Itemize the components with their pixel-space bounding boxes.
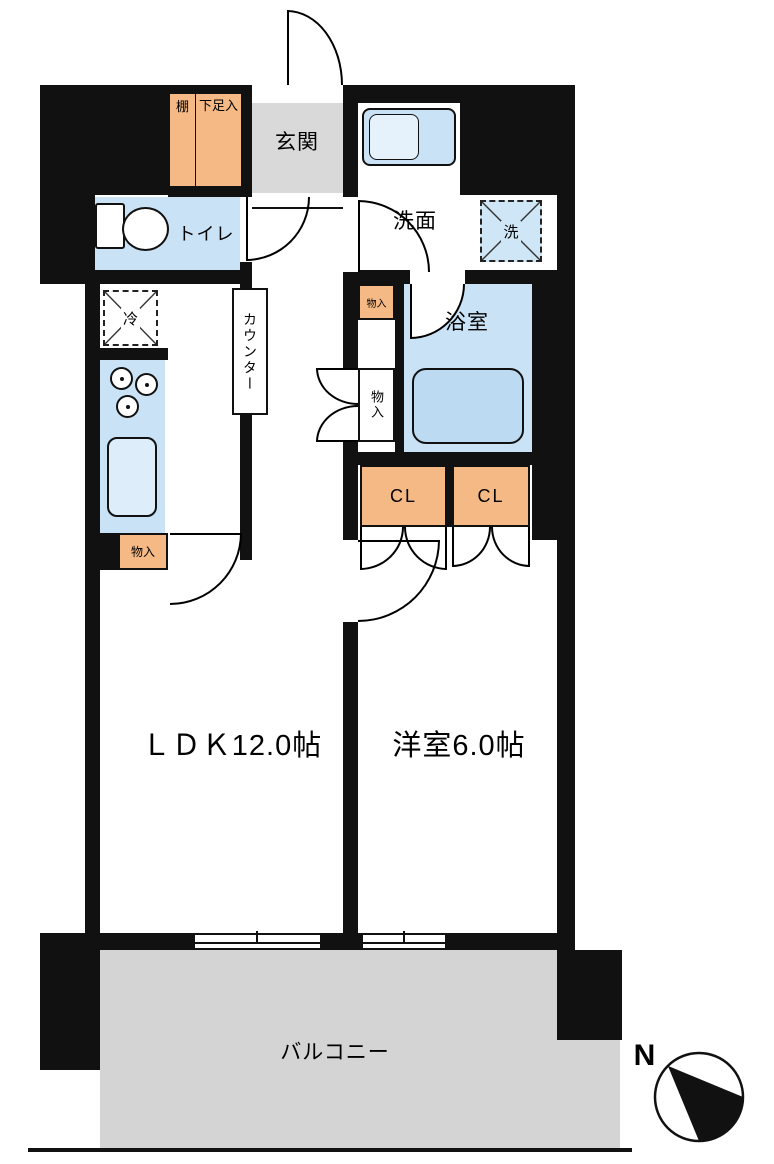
- closet-left: CL: [360, 465, 447, 527]
- window-ldk: [195, 931, 320, 950]
- stove-burner-icon: [116, 395, 139, 418]
- fridge-space: 冷: [103, 290, 158, 346]
- storage-top-label: 物入: [366, 298, 387, 310]
- counter-label: カウンター: [242, 311, 258, 392]
- kitchen-sink: [107, 437, 157, 517]
- wall-center-seg3: [343, 442, 358, 540]
- wall-shoe-toilet: [168, 187, 243, 197]
- washroom-label: 洗面: [393, 210, 437, 233]
- wall-top-right-seg: [343, 85, 460, 103]
- toilet-bowl: [122, 207, 169, 251]
- wall-top-left-block: [40, 85, 170, 195]
- wall-bottom-left-block: [40, 933, 100, 1070]
- wall-washbath-b: [465, 270, 557, 284]
- compass-north-label: N: [633, 1039, 657, 1072]
- storage-top: 物入: [358, 284, 395, 320]
- storage-hall: 物入: [358, 368, 395, 442]
- toilet-label: トイレ: [177, 224, 235, 244]
- wall-left-main: [85, 284, 100, 933]
- wall-center-seg1: [343, 85, 358, 197]
- wall-left-upper: [40, 195, 95, 284]
- wall-kitchen-stub: [100, 533, 118, 570]
- balcony-label: バルコニー: [280, 1041, 390, 1064]
- window-western-room: [363, 931, 445, 950]
- bathtub: [412, 368, 524, 444]
- closet-right-door-arc: [452, 527, 491, 567]
- wall-top-right-block: [460, 85, 575, 195]
- wall-right-main: [557, 85, 575, 950]
- washer-space: 洗: [480, 200, 542, 262]
- washer-label: 洗: [501, 220, 521, 242]
- storage-kitchen-label: 物入: [130, 545, 155, 559]
- western-room-label: 洋室6.0帖: [392, 730, 526, 762]
- wall-center-seg4: [343, 622, 358, 933]
- wall-kitchen-nook: [85, 348, 168, 360]
- wall-bottom-seg1: [85, 933, 195, 950]
- wall-bottom-seg2: [320, 933, 363, 950]
- ldk-door-arc: [170, 533, 242, 605]
- wall-hall-left-a: [240, 85, 252, 197]
- wall-toilet-bottom: [85, 270, 252, 284]
- stove-burner-icon: [110, 367, 133, 390]
- balcony-floor: [100, 950, 620, 1148]
- entrance-door-arc: [287, 10, 343, 85]
- toilet-tank: [95, 203, 125, 249]
- closet-right: CL: [452, 465, 530, 527]
- wall-bath-bottom: [358, 452, 557, 465]
- site-boundary-line: [28, 1148, 632, 1152]
- shoe-cabinet: 棚 下足入: [168, 92, 243, 188]
- compass-icon: [653, 1051, 745, 1143]
- shelf-label: 棚: [175, 99, 189, 114]
- closet-right-door-arc: [491, 527, 530, 567]
- entrance-label: 玄関: [275, 131, 319, 154]
- wall-cl-divider: [447, 465, 452, 527]
- wall-center-seg2: [343, 272, 358, 368]
- storage-kitchen: 物入: [118, 533, 168, 570]
- storage-hall-label: 物入: [369, 390, 384, 420]
- wall-washbath-a: [358, 270, 410, 284]
- stove-burner-icon: [135, 373, 158, 396]
- wall-bath-left: [395, 284, 404, 452]
- vanity-bowl: [369, 114, 419, 160]
- wall-right-filler: [532, 284, 557, 540]
- fridge-label: 冷: [120, 307, 140, 329]
- bath-label: 浴室: [445, 311, 489, 334]
- closet-left-label: CL: [389, 485, 417, 506]
- shoe-cabinet-label: 下足入: [198, 98, 238, 113]
- wall-bottom-right-block: [557, 950, 622, 1040]
- ldk-label: ＬＤＫ12.0帖: [141, 730, 323, 762]
- wall-bottom-seg3: [445, 933, 575, 950]
- closet-right-label: CL: [477, 485, 505, 506]
- counter: カウンター: [232, 288, 268, 415]
